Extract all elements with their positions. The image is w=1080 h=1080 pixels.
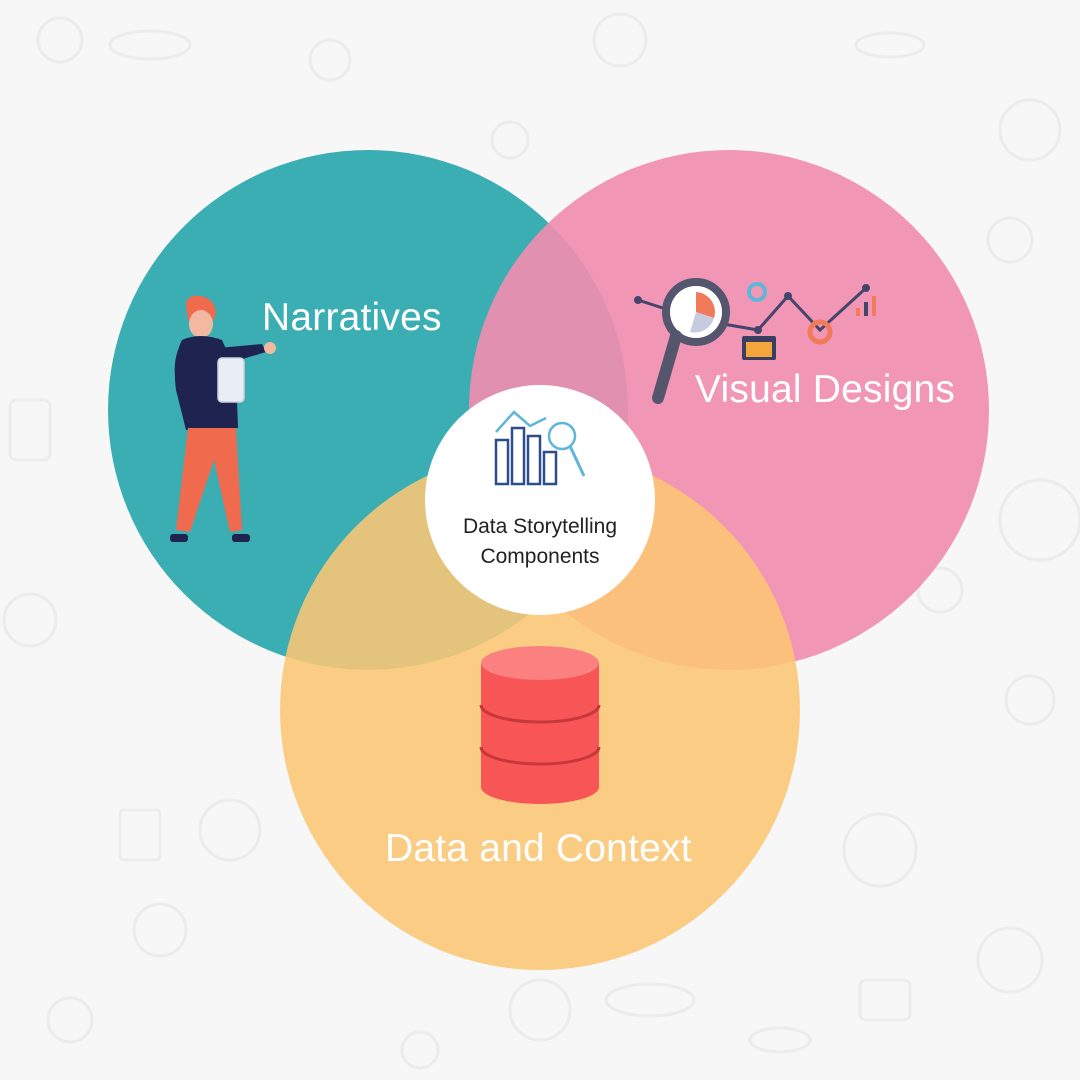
center-label-line1: Data Storytelling [462,515,618,538]
center-label: Data Storytelling Components [425,512,655,572]
magnifier-line-chart-icon [634,278,876,404]
database-cylinder-icon [479,646,601,804]
visual-designs-label: Visual Designs [695,368,956,411]
bar-chart-magnifier-icon [494,410,586,486]
center-label-line2: Components [480,545,600,568]
center-circle [425,385,655,615]
data-context-label: Data and Context [385,827,692,870]
narratives-label: Narratives [262,296,442,339]
presenter-person-icon [170,295,276,542]
